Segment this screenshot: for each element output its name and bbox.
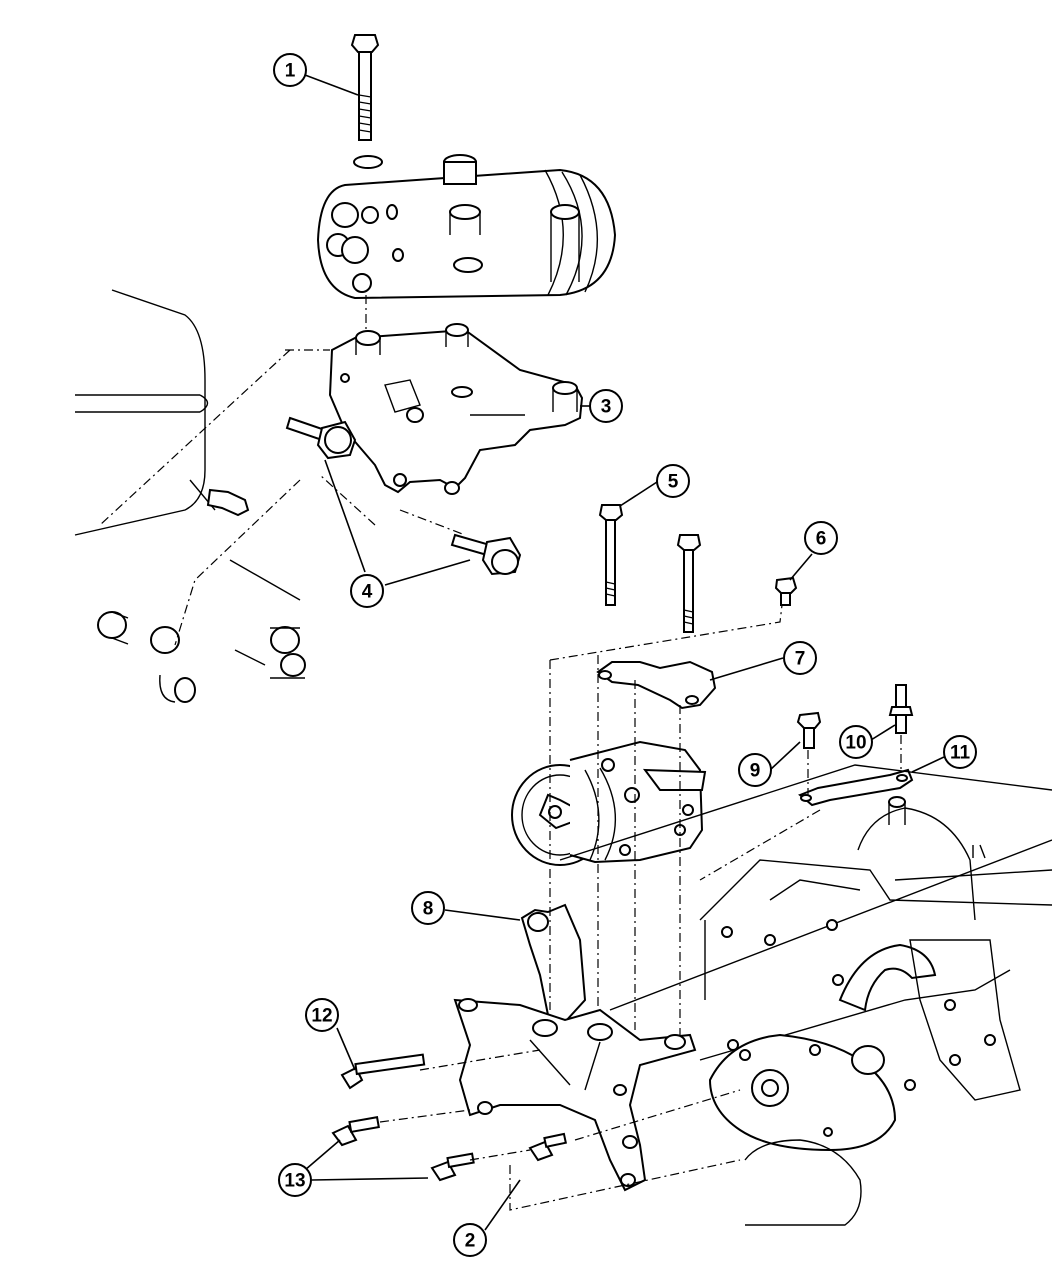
svg-text:3: 3 <box>601 397 612 418</box>
upper-engine-block-outline <box>74 289 301 666</box>
long-bolt-5-left <box>598 504 624 606</box>
callout-13: 13 <box>278 1163 312 1197</box>
callout-11: 11 <box>943 735 977 769</box>
compressor-mounting-bracket-3 <box>328 323 584 495</box>
support-bracket-8 <box>520 903 587 1024</box>
svg-text:2: 2 <box>465 1231 476 1252</box>
callout-6: 6 <box>804 521 838 555</box>
svg-text:6: 6 <box>816 529 827 550</box>
svg-text:13: 13 <box>284 1171 305 1192</box>
svg-text:12: 12 <box>311 1006 332 1027</box>
callout-4: 4 <box>350 574 384 608</box>
bolt-4-upper <box>285 416 357 460</box>
callout-9: 9 <box>738 753 772 787</box>
svg-text:7: 7 <box>795 649 806 670</box>
callout-7: 7 <box>783 641 817 675</box>
brace-11 <box>798 768 914 807</box>
callout-12: 12 <box>305 998 339 1032</box>
engine-stud-bolt <box>206 488 250 517</box>
callout-1: 1 <box>273 53 307 87</box>
svg-text:8: 8 <box>423 899 434 920</box>
lower-engine-block <box>559 764 1052 1226</box>
svg-text:4: 4 <box>362 582 373 603</box>
left-spacers <box>97 611 306 703</box>
upper-compressor <box>316 154 617 330</box>
svg-text:11: 11 <box>950 743 971 764</box>
bolt-13-lower <box>430 1132 567 1182</box>
callout-8: 8 <box>411 891 445 925</box>
svg-text:5: 5 <box>668 472 679 493</box>
bolt-4-lower <box>450 533 522 576</box>
bolt-12 <box>340 1053 426 1090</box>
svg-text:10: 10 <box>845 733 866 754</box>
brace-7 <box>596 660 717 710</box>
lower-compressor <box>511 740 707 866</box>
callout-5: 5 <box>656 464 690 498</box>
lower-mounting-bracket-2 <box>453 998 697 1192</box>
bolt-6 <box>774 576 798 606</box>
stud-10 <box>888 684 914 734</box>
callout-leaders <box>304 74 945 1231</box>
upper-alignment-lines <box>99 349 466 646</box>
callout-2: 2 <box>453 1223 487 1257</box>
bolt-9 <box>796 711 822 749</box>
long-bolt-1 <box>350 34 380 141</box>
lower-alignment-lines <box>379 604 902 1211</box>
svg-text:1: 1 <box>285 61 296 82</box>
long-bolt-5-right <box>676 534 702 633</box>
svg-text:9: 9 <box>750 761 761 782</box>
callout-10: 10 <box>839 725 873 759</box>
callout-3: 3 <box>589 389 623 423</box>
